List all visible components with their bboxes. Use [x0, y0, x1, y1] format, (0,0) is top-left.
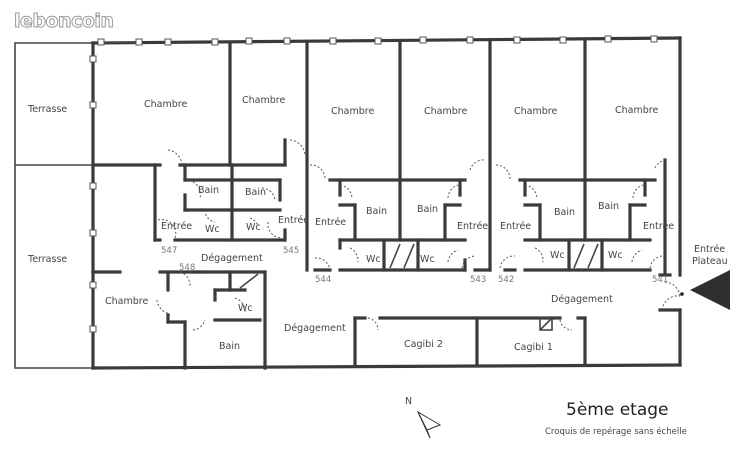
floor-title: 5ème etage: [566, 400, 669, 420]
room-chambre-3: Chambre: [331, 106, 374, 117]
unit-number-547: 547: [161, 246, 177, 256]
room-degagement-3: Dégagement: [551, 294, 613, 305]
unit-number-545: 545: [283, 246, 299, 256]
shaft-hatches: [239, 243, 599, 289]
room-cagibi-1: Cagibi 1: [514, 342, 553, 353]
room-cagibi-2: Cagibi 2: [404, 339, 443, 350]
room-terrasse-top: Terrasse: [27, 104, 67, 115]
room-wc-542: Wc: [550, 250, 565, 261]
north-arrow-icon: [416, 410, 442, 439]
room-entree-543: Entrée: [457, 221, 488, 232]
terrasse-outline: [14, 42, 93, 369]
room-bain-542: Bain: [554, 207, 575, 218]
room-bain-544: Bain: [366, 206, 387, 217]
north-label: N: [405, 396, 412, 407]
room-wc-548: Wc: [238, 303, 253, 314]
room-bain-543: Bain: [417, 204, 438, 215]
room-chambre-5: Chambre: [514, 106, 557, 117]
door-swings: [156, 139, 684, 331]
room-chambre-2: Chambre: [242, 95, 285, 106]
floor-subtitle: Croquis de repérage sans échelle: [545, 427, 687, 437]
room-chambre-4: Chambre: [424, 106, 467, 117]
room-terrasse-bottom: Terrasse: [27, 254, 67, 265]
entrance-label-line2: Plateau: [692, 256, 728, 267]
room-chambre-6: Chambre: [615, 105, 658, 116]
leboncoin-logo: leboncoin: [13, 10, 114, 33]
unit-number-548: 548: [179, 263, 195, 273]
unit-number-544: 544: [315, 275, 331, 285]
unit-number-543: 543: [470, 275, 486, 285]
facade-windows: [89, 35, 658, 333]
room-chambre-left: Chambre: [105, 296, 148, 307]
exterior-walls: [91, 36, 682, 370]
room-entree-541: Entrée: [643, 221, 674, 232]
room-wc-545: Wc: [246, 222, 261, 233]
room-wc-543: Wc: [420, 254, 435, 265]
room-degagement-1: Dégagement: [201, 253, 263, 264]
interior-walls: [91, 37, 682, 370]
unit-number-541: 541: [652, 275, 668, 285]
room-entree-542: Entrée: [500, 221, 531, 232]
room-bain-545: Bain: [245, 187, 266, 198]
room-entree-547: Entrée: [161, 221, 192, 232]
entrance-label-line1: Entrée: [694, 244, 725, 255]
room-bain-547: Bain: [198, 185, 219, 196]
room-degagement-2: Dégagement: [284, 323, 346, 334]
entrance-arrow-icon: [690, 270, 730, 310]
room-bain-541: Bain: [598, 201, 619, 212]
room-bain-548: Bain: [219, 341, 240, 352]
room-chambre-1: Chambre: [144, 99, 187, 110]
room-wc-541: Wc: [608, 250, 623, 261]
room-wc-544: Wc: [366, 254, 381, 265]
room-entree-545: Entrée: [278, 215, 309, 226]
room-entree-544: Entrée: [315, 217, 346, 228]
unit-number-542: 542: [498, 275, 514, 285]
room-wc-547: Wc: [205, 224, 220, 235]
